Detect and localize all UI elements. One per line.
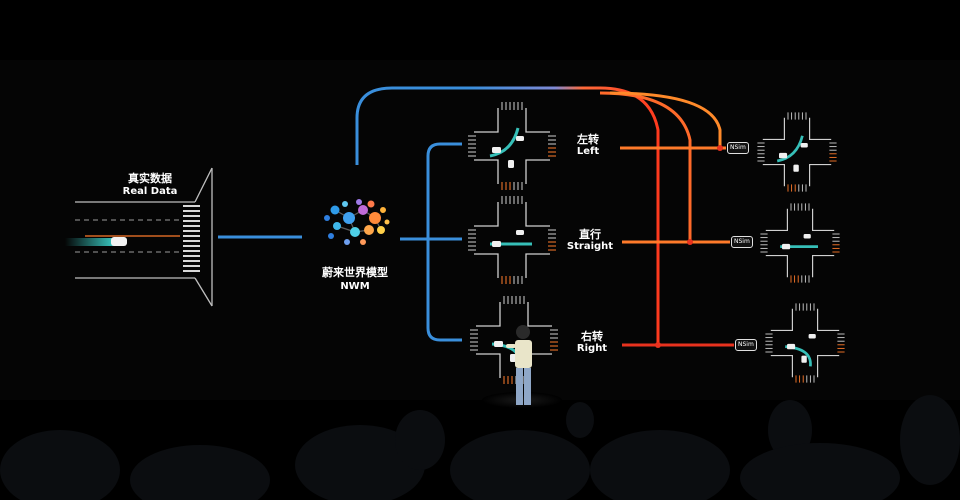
car-icon (111, 237, 127, 246)
brain-icon (324, 199, 390, 245)
branch-left-zh: 左转 (577, 133, 599, 146)
intersection-straight-simulated (760, 203, 840, 283)
real-data-title-en: Real Data (122, 186, 178, 197)
branch-straight-en: Straight (566, 241, 614, 252)
branch-left-en: Left (576, 146, 600, 157)
intersection-left-generated (468, 102, 556, 190)
blue-branch-lines (355, 86, 470, 342)
nsim-tag-right: NSim (735, 339, 757, 351)
presenter (482, 325, 562, 408)
branch-straight-zh: 直行 (579, 228, 601, 241)
intersection-left-simulated (757, 112, 837, 192)
model-title-zh: 蔚来世界模型 (322, 266, 388, 279)
nsim-tag-left: NSim (727, 142, 749, 154)
branch-right-en: Right (576, 343, 608, 354)
model-title-en: NWM (340, 281, 370, 292)
intersection-right-simulated (765, 303, 845, 383)
intersection-straight-generated (468, 196, 556, 284)
nsim-tag-straight: NSim (731, 236, 753, 248)
branch-output-lines (620, 146, 734, 347)
real-data-title-zh: 真实数据 (128, 172, 172, 185)
audience-silhouettes (0, 395, 960, 500)
branch-right-zh: 右转 (581, 330, 603, 343)
real-data-road (65, 167, 213, 307)
